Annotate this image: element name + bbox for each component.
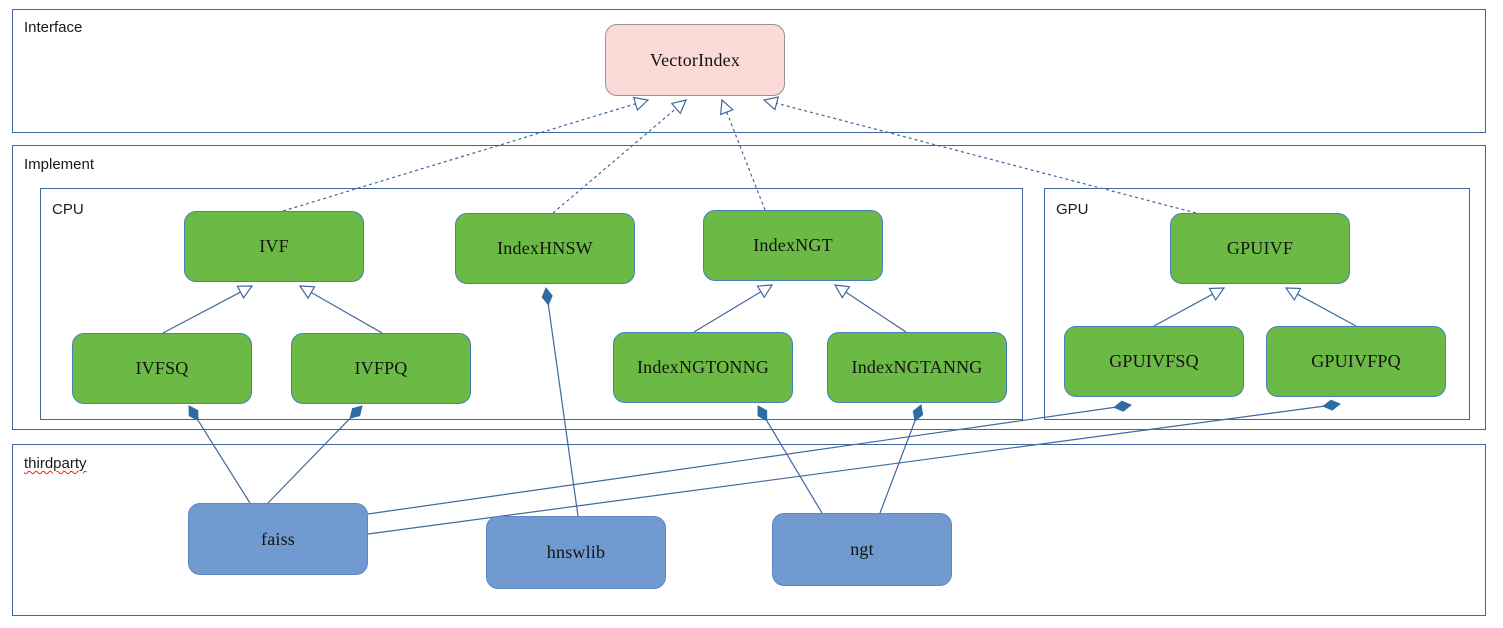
edge-e-hnsw-vi (552, 99, 688, 214)
class-node-indexngtonng[interactable]: IndexNGTONNG (613, 332, 793, 403)
class-node-label: IndexNGTONNG (636, 357, 770, 377)
group-container-implement (12, 145, 1486, 430)
edge-e-ivfsq-ivf (162, 285, 254, 334)
class-node-indexngtanng[interactable]: IndexNGTANNG (827, 332, 1007, 403)
hollow-triangle-arrowhead (756, 284, 774, 299)
filled-diamond-arrowhead (912, 404, 924, 422)
class-node-label: GPUIVFPQ (1311, 351, 1401, 371)
class-node-label: ngt (850, 539, 874, 559)
edge-line (766, 420, 823, 514)
edge-line (552, 107, 677, 214)
edge-e-hnswlib (541, 287, 579, 517)
filled-diamond-arrowhead (188, 405, 199, 422)
class-node-label: IndexNGT (753, 235, 833, 255)
class-node-label: IVF (259, 236, 289, 256)
edge-line (776, 102, 1197, 214)
class-node-gpuivfpq[interactable]: GPUIVFPQ (1266, 326, 1446, 397)
filled-diamond-arrowhead (349, 405, 363, 419)
class-node-label: IVFPQ (354, 358, 408, 378)
edge-e-onng-ngt (693, 284, 774, 333)
edge-e-faiss-gpq (367, 399, 1341, 535)
edge-e-gsq-gpu (1153, 287, 1226, 327)
hollow-triangle-arrowhead (1208, 287, 1226, 302)
group-container-interface (12, 9, 1486, 133)
edge-e-gpq-gpu (1284, 287, 1357, 327)
class-node-vectorindex[interactable]: VectorIndex (605, 24, 785, 96)
hollow-triangle-arrowhead (670, 99, 688, 115)
class-node-label: hnswlib (546, 542, 606, 562)
edge-line (367, 406, 1115, 515)
class-node-label: IVFSQ (135, 358, 189, 378)
class-node-label: GPUIVF (1226, 238, 1294, 258)
class-node-ivfpq[interactable]: IVFPQ (291, 333, 471, 404)
edge-e-faiss-pq (267, 405, 363, 504)
filled-diamond-arrowhead (1113, 400, 1132, 412)
class-node-label: VectorIndex (649, 49, 741, 70)
class-node-label: IndexNGTANNG (851, 357, 983, 377)
edge-line (726, 111, 766, 211)
edge-e-ngt-onng (757, 405, 823, 514)
class-node-ivf[interactable]: IVF (184, 211, 364, 282)
edge-line (267, 417, 351, 504)
edge-line (547, 304, 579, 517)
edge-line (367, 405, 1324, 535)
hollow-triangle-arrowhead (762, 96, 780, 111)
filled-diamond-arrowhead (541, 287, 553, 306)
edge-e-ngt-anng (879, 404, 924, 514)
class-node-gpuivf[interactable]: GPUIVF (1170, 213, 1350, 284)
edge-line (310, 291, 383, 334)
class-node-indexhnsw[interactable]: IndexHNSW (455, 213, 635, 284)
edge-line (197, 420, 251, 504)
group-label-thirdparty: thirdparty (24, 455, 87, 472)
edge-e-ivfpq-ivf (298, 285, 383, 334)
class-node-label: IndexHNSW (497, 238, 593, 258)
edge-line (1153, 293, 1213, 327)
edge-line (693, 291, 762, 333)
edge-e-faiss-gsq (367, 400, 1132, 515)
edge-e-anng-ngt (833, 284, 907, 333)
edge-line (879, 420, 916, 514)
edge-line (845, 291, 907, 333)
group-label-interface: Interface (24, 19, 83, 36)
edge-e-faiss-sq (188, 405, 251, 504)
group-container-gpu (1044, 188, 1470, 420)
class-node-faiss[interactable]: faiss (188, 503, 368, 575)
group-container-cpu (40, 188, 1023, 420)
hollow-triangle-arrowhead (833, 284, 851, 299)
class-node-gpuivfsq[interactable]: GPUIVFSQ (1064, 326, 1244, 397)
edge-line (282, 103, 636, 212)
class-node-indexngt[interactable]: IndexNGT (703, 210, 883, 281)
group-container-thirdparty (12, 444, 1486, 616)
class-node-hnswlib[interactable]: hnswlib (486, 516, 666, 589)
filled-diamond-arrowhead (757, 405, 768, 422)
group-label-implement: Implement (24, 156, 95, 173)
filled-diamond-arrowhead (1322, 399, 1341, 411)
hollow-triangle-arrowhead (719, 98, 734, 116)
edge-line (162, 291, 241, 334)
class-node-ivfsq[interactable]: IVFSQ (72, 333, 252, 404)
edge-e-gpuivf-vi (762, 96, 1197, 214)
group-label-cpu: CPU (52, 201, 84, 218)
hollow-triangle-arrowhead (298, 285, 316, 300)
class-node-label: faiss (261, 528, 295, 549)
edge-e-ivf-vi (282, 96, 650, 212)
edge-line (1297, 293, 1357, 327)
group-label-gpu: GPU (1056, 201, 1089, 218)
hollow-triangle-arrowhead (632, 96, 650, 112)
hollow-triangle-arrowhead (1284, 287, 1302, 302)
class-node-label: GPUIVFSQ (1109, 351, 1199, 371)
class-node-ngt[interactable]: ngt (772, 513, 952, 586)
edge-e-ngt-vi (719, 98, 766, 211)
hollow-triangle-arrowhead (236, 285, 254, 299)
